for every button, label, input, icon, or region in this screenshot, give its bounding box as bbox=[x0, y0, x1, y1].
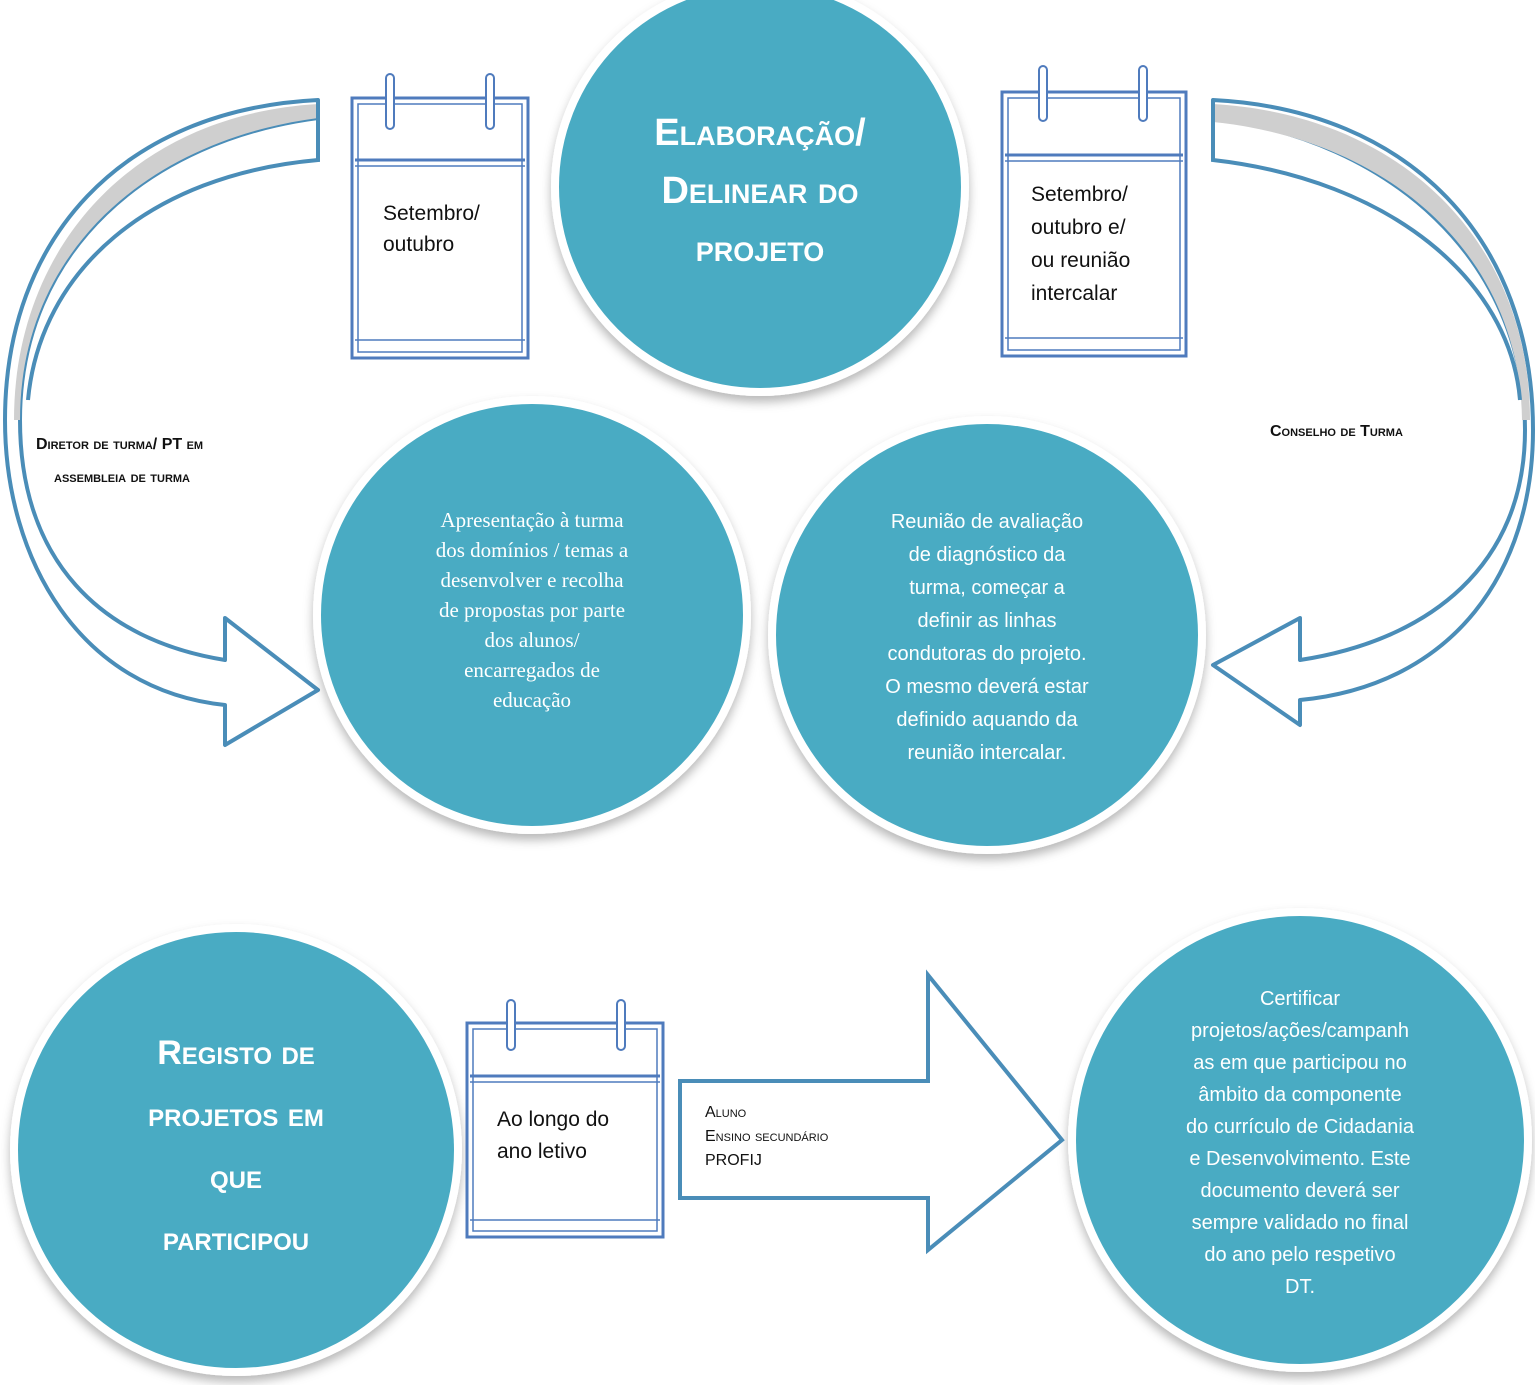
bottom-left-circle-title: Registo de projetos em que participou bbox=[148, 1034, 324, 1258]
left-circle-shape bbox=[313, 396, 751, 834]
calendar-icon bbox=[1000, 65, 1188, 358]
left-circle-text: Apresentação à turma dos domínios / tema… bbox=[435, 508, 629, 712]
bottom-right-circle-text: Certificar projetos/ações/campanh as em … bbox=[1186, 988, 1414, 1298]
right-curved-arrow bbox=[1211, 98, 1535, 727]
calendar-left-text: Setembro/ outubro bbox=[383, 202, 480, 256]
right-circle-shape bbox=[768, 416, 1206, 854]
bottom-right-circle-shape bbox=[1068, 908, 1532, 1372]
top-circle-shape bbox=[551, 0, 969, 396]
calendar-right-text: Setembro/ outubro e/ ou reunião intercal… bbox=[1031, 183, 1131, 305]
calendar-icon bbox=[465, 999, 665, 1239]
role-right-label: Conselho de Turma bbox=[1270, 423, 1403, 440]
top-circle-title: Elaboração/ Delinear do projeto bbox=[654, 112, 866, 270]
right-circle-text: Reunião de avaliação de diagnóstico da t… bbox=[885, 511, 1089, 764]
left-curved-arrow bbox=[3, 98, 320, 747]
bottom-left-circle-shape bbox=[10, 924, 462, 1376]
role-left-label: Diretor de turma/ PT em assembleia de tu… bbox=[36, 436, 204, 486]
bottom-arrow-text: Aluno Ensino secundário PROFIJ bbox=[705, 1104, 829, 1169]
bottom-arrow bbox=[678, 969, 1065, 1255]
calendar-icon bbox=[350, 73, 530, 360]
calendar-bottom-text: Ao longo do ano letivo bbox=[497, 1108, 610, 1163]
